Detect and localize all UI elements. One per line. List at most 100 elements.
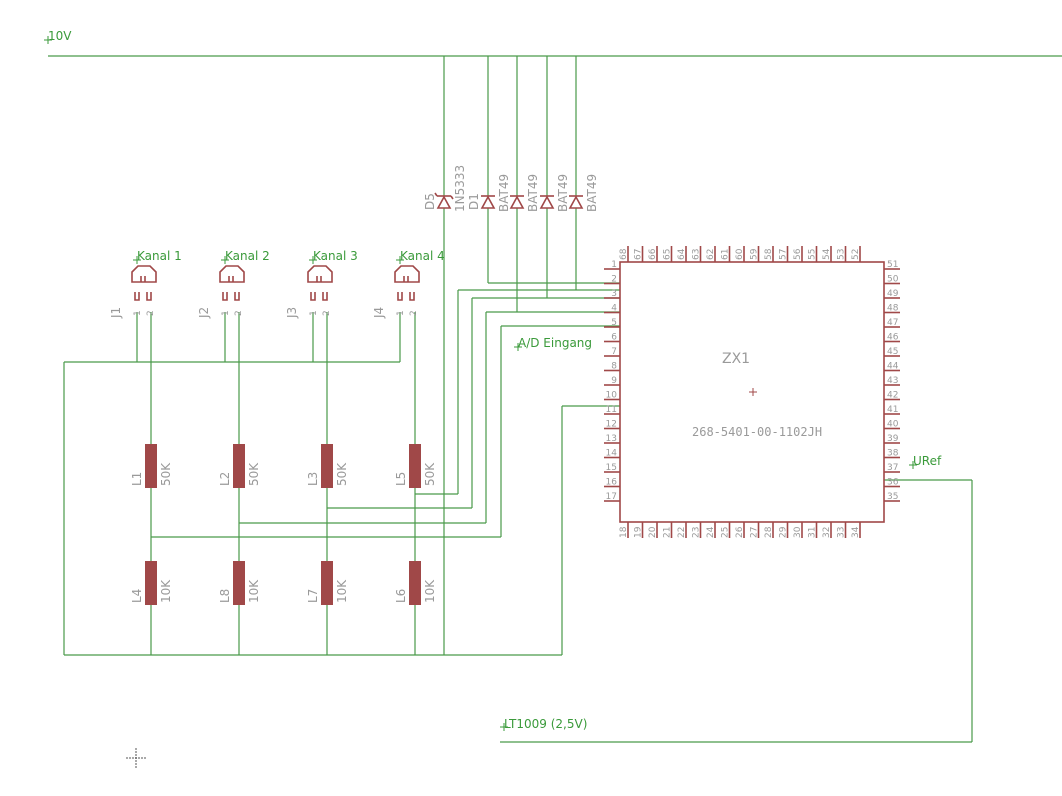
chip-pin-label: 45: [887, 347, 898, 357]
resistor-value: 10K: [159, 579, 173, 603]
net-label-10v: 10V: [44, 29, 72, 44]
chip-pin-label: 63: [692, 249, 702, 260]
chip-pin-label: 34: [851, 526, 861, 538]
chip-ref: ZX1: [722, 351, 750, 367]
chip-pin-label: 32: [822, 527, 832, 538]
resistor-ref: L5: [394, 472, 408, 486]
svg-text:A/D Eingang: A/D Eingang: [518, 336, 592, 350]
chip-pin-label: 56: [793, 248, 803, 260]
chip-pin-label: 35: [887, 492, 898, 502]
chip-pin-label: 29: [779, 526, 789, 538]
diode-value: BAT49: [497, 174, 511, 212]
net-label-adc: A/D Eingang: [514, 336, 592, 351]
chip-pin-label: 27: [750, 527, 760, 538]
diode-5[interactable]: BAT49: [568, 174, 599, 212]
diode-value: BAT49: [585, 174, 599, 212]
chip-pin-label: 58: [764, 248, 774, 260]
chip-pin-label: 30: [793, 526, 803, 538]
diode-ref: D1: [467, 193, 481, 210]
connector-label: Kanal 2: [221, 249, 270, 264]
chip-pin-label: 2: [611, 275, 617, 285]
chip-pin-label: 61: [721, 249, 731, 260]
chip-pin-label: 46: [887, 333, 899, 343]
origin-marker: [126, 748, 146, 768]
chip-pin-label: 38: [887, 449, 899, 459]
chip-zx1[interactable]: ZX1 268-5401-00-1102JH 12345678910111213…: [604, 246, 900, 538]
chip-pin-label: 55: [808, 249, 818, 260]
chip-pin-label: 48: [887, 304, 899, 314]
diode-4[interactable]: BAT49: [539, 174, 570, 212]
resistor-value: 50K: [247, 462, 261, 486]
chip-pin-label: 22: [677, 527, 687, 538]
chip-pin-label: 16: [606, 478, 618, 488]
connector-label: Kanal 3: [309, 249, 358, 264]
chip-pin-label: 49: [887, 289, 899, 299]
svg-text:LT1009 (2,5V): LT1009 (2,5V): [504, 717, 587, 731]
resistor-ref: L7: [306, 589, 320, 603]
resistor-ref: L4: [130, 589, 144, 603]
chip-pin-label: 10: [606, 391, 618, 401]
resistor-ref: L3: [306, 472, 320, 486]
chip-body[interactable]: [619, 261, 885, 523]
resistor-top-4[interactable]: L5 50K: [394, 444, 437, 488]
diode-3[interactable]: BAT49: [509, 174, 540, 212]
chip-pin-label: 23: [692, 527, 702, 538]
resistor-value: 10K: [247, 579, 261, 603]
chip-pin-label: 7: [611, 347, 617, 357]
resistor-value: 50K: [423, 462, 437, 486]
resistor-ref: L6: [394, 589, 408, 603]
resistor-bottom-1[interactable]: L4 10K: [130, 561, 173, 605]
connector-pin-num: 2: [409, 310, 419, 316]
connector-label: Kanal 1: [133, 249, 182, 264]
chip-pin-label: 1: [611, 260, 617, 270]
chip-pin-label: 25: [721, 527, 731, 538]
chip-pin-label: 41: [887, 405, 898, 415]
resistor-top-1[interactable]: L1 50K: [130, 444, 173, 488]
connector-ref: J1: [109, 307, 123, 319]
resistor-value: 50K: [159, 462, 173, 486]
chip-pin-label: 68: [619, 248, 629, 260]
resistor-bottom-3[interactable]: L7 10K: [306, 561, 349, 605]
chip-pin-label: 54: [822, 248, 832, 260]
chip-pin-label: 26: [735, 526, 745, 538]
resistor-bottom-4[interactable]: L6 10K: [394, 561, 437, 605]
net-label-lt1009: LT1009 (2,5V): [500, 717, 587, 731]
chip-pin-label: 67: [634, 249, 644, 260]
chip-pin-label: 66: [648, 248, 658, 260]
connector-name: Kanal 3: [313, 249, 358, 263]
wires: [48, 55, 1062, 743]
resistor-value: 10K: [335, 579, 349, 603]
svg-text:URef: URef: [913, 454, 942, 468]
connector-pin-num: 1: [309, 310, 319, 316]
chip-pin-label: 59: [750, 248, 760, 260]
chip-pin-label: 37: [887, 463, 898, 473]
chip-pin-label: 12: [606, 420, 617, 430]
resistor-ref: L1: [130, 472, 144, 486]
chip-pin-label: 31: [808, 527, 818, 538]
chip-pin-label: 47: [887, 318, 898, 328]
chip-pin-label: 53: [837, 249, 847, 260]
connector-ref: J4: [372, 307, 386, 319]
chip-pin-label: 43: [887, 376, 898, 386]
chip-pin-label: 60: [735, 248, 745, 260]
connector-pin-num: 2: [234, 310, 244, 316]
resistor-value: 10K: [423, 579, 437, 603]
chip-origin-mark: [749, 388, 757, 396]
chip-pin-label: 19: [634, 526, 644, 538]
connector-ref: J2: [197, 307, 211, 319]
chip-pin-label: 40: [887, 420, 899, 430]
diode-value: 1N5333: [453, 165, 467, 212]
chip-pin-label: 11: [606, 405, 617, 415]
